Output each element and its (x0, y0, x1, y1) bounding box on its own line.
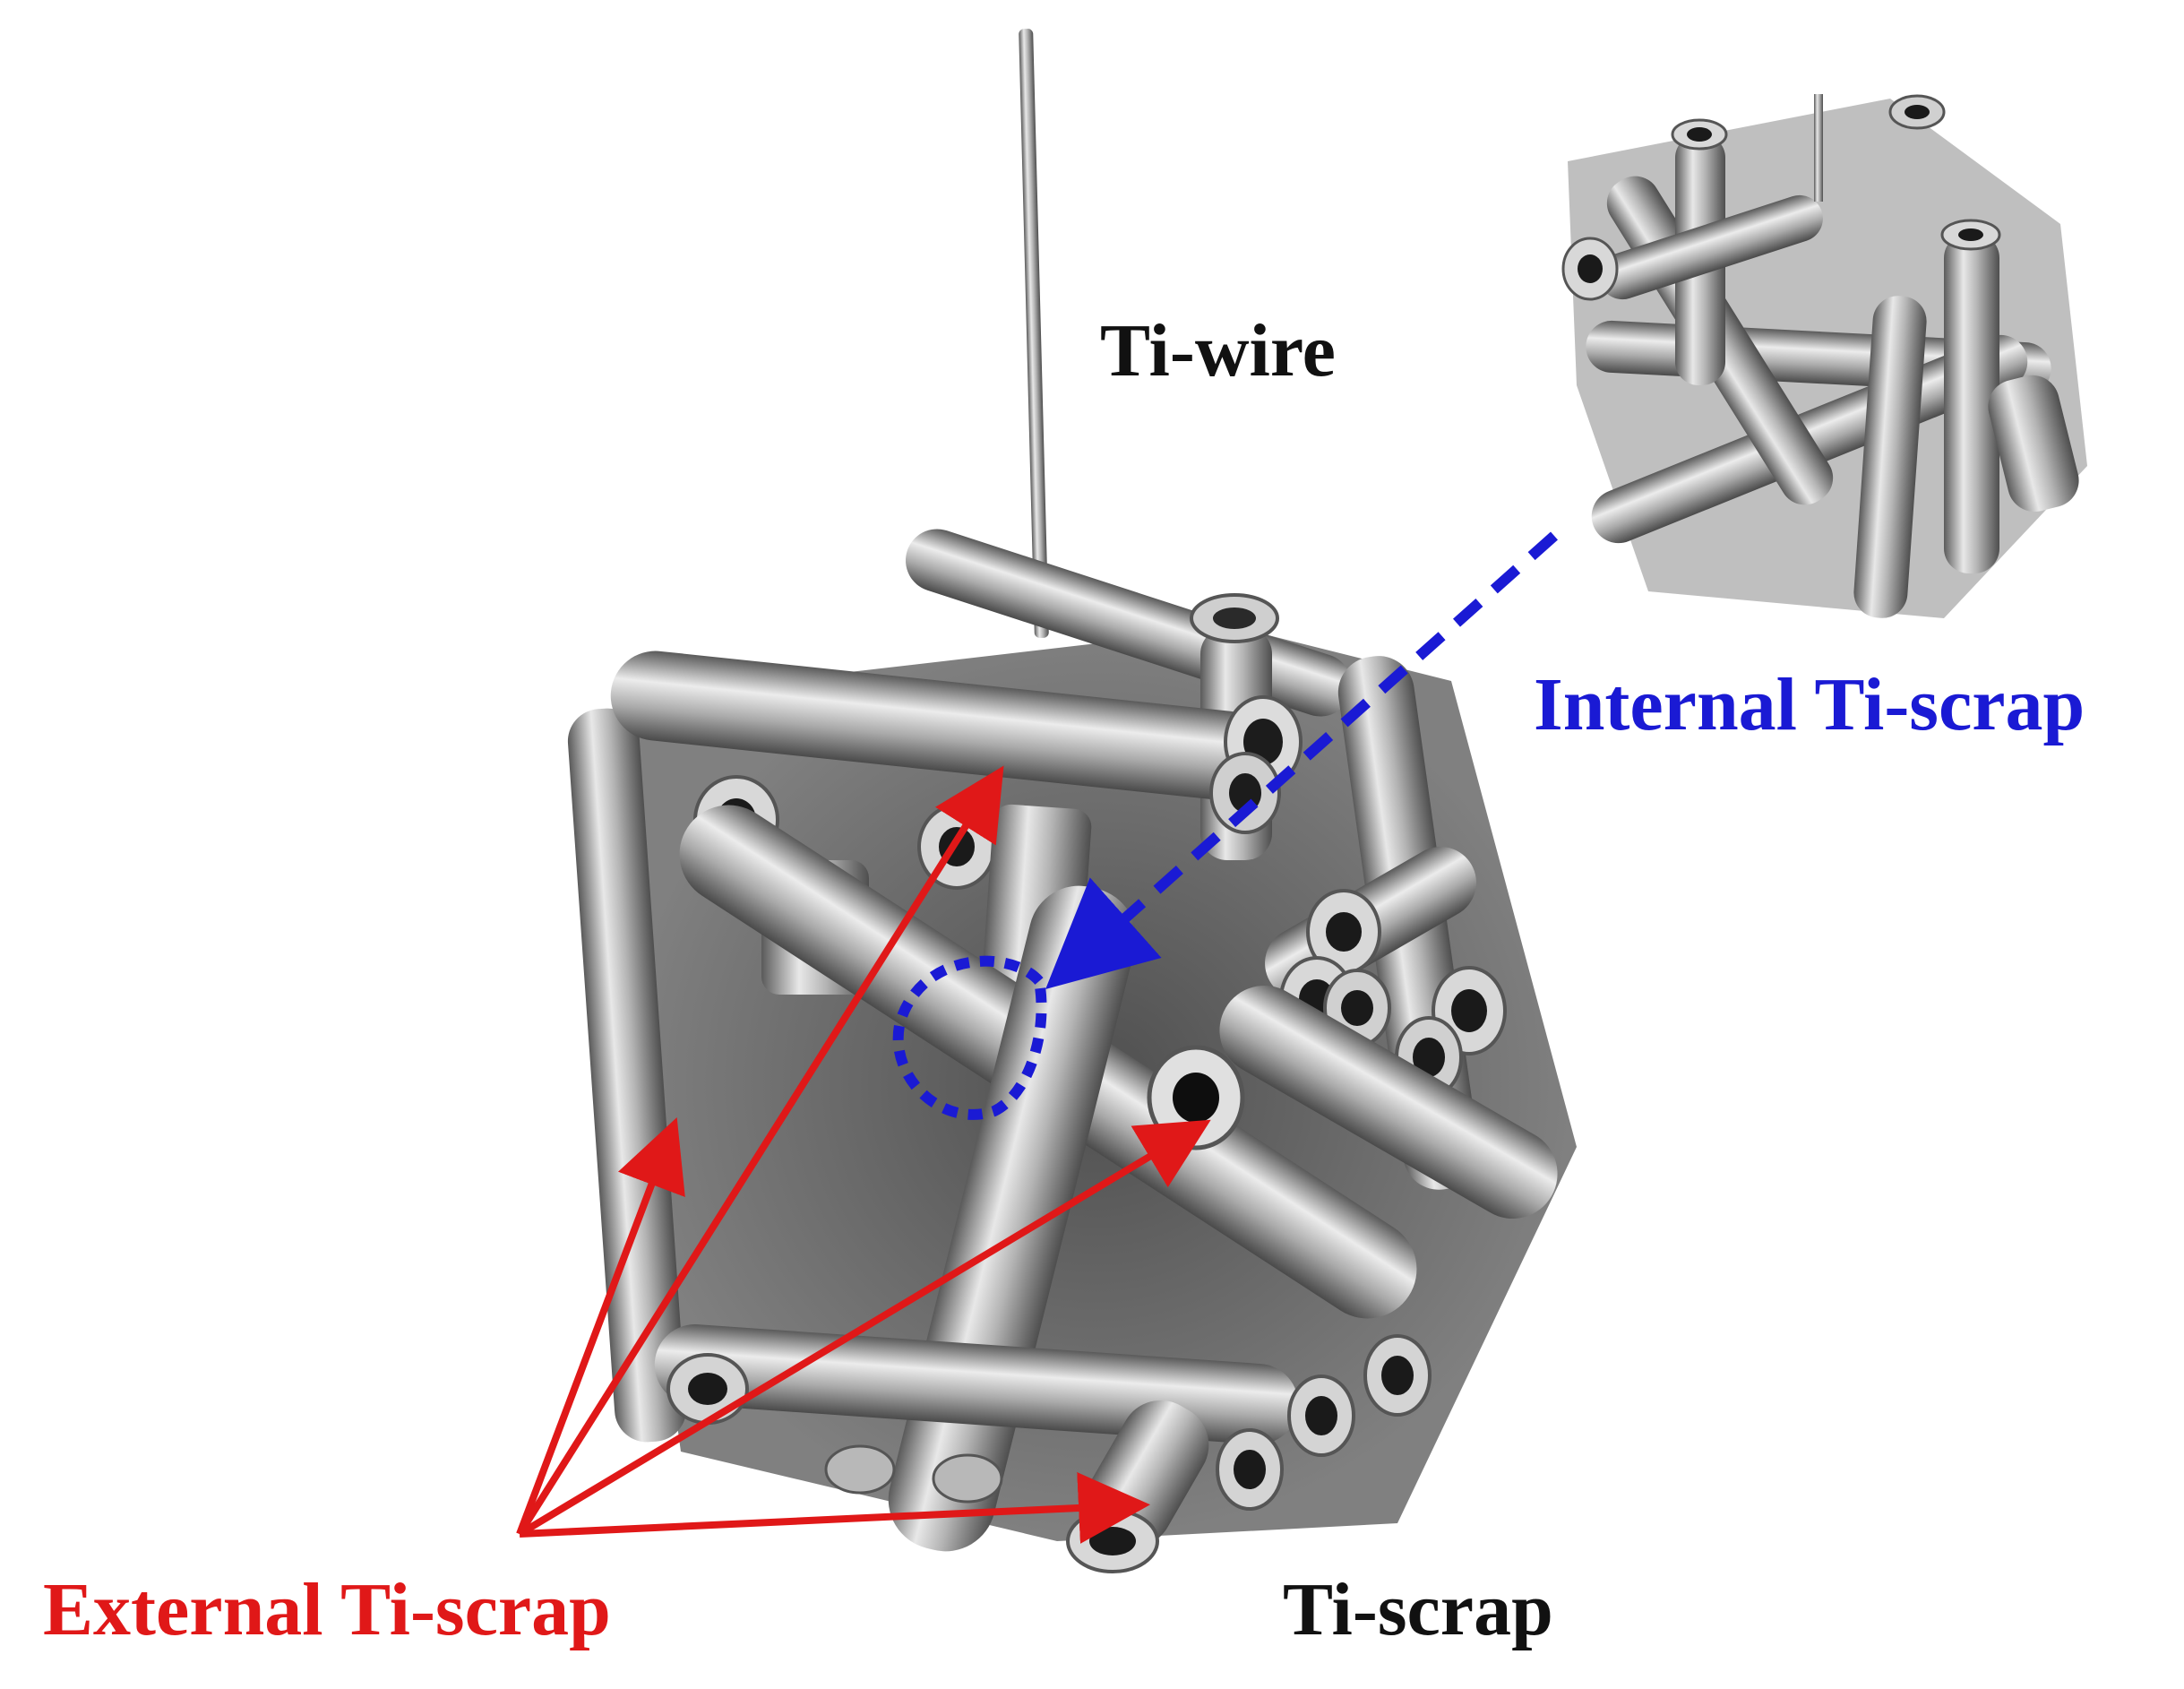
label-ti-wire: Ti-wire (1100, 309, 1336, 392)
blue-dotted-circle (892, 955, 1047, 1120)
internal-scrap-inset (1561, 94, 2087, 618)
ti-wire (1019, 29, 1049, 638)
label-internal-ti-scrap: Internal Ti-scrap (1534, 663, 2085, 746)
red-arrow-1 (516, 1117, 685, 1536)
red-arrow-4 (519, 1472, 1150, 1544)
ti-scrap-assembly (567, 529, 1577, 1573)
red-arrow-3 (517, 1119, 1211, 1538)
external-scrap-arrows (516, 765, 1211, 1544)
label-ti-scrap: Ti-scrap (1283, 1568, 1553, 1651)
label-external-ti-scrap: External Ti-scrap (43, 1568, 611, 1651)
red-arrow-2 (516, 765, 1004, 1537)
blue-dashed-arrow (1045, 531, 1558, 989)
internal-scrap-indicator (892, 531, 1558, 1120)
